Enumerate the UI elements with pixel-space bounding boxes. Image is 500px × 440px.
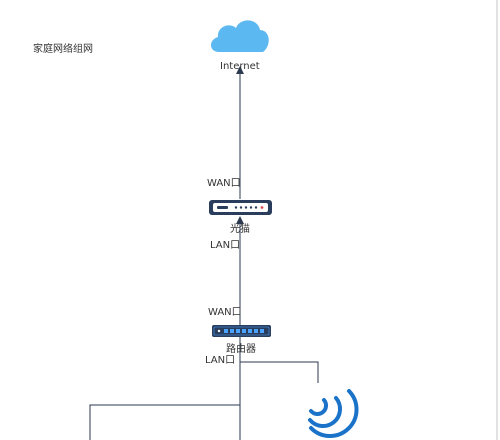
modem-wan-port-label: WAN口 (207, 178, 241, 189)
cloud-icon[interactable] (210, 20, 269, 52)
modem-label: 光猫 (230, 224, 250, 235)
modem-lan-port-label: LAN口 (210, 240, 241, 251)
switch-router-icon[interactable] (212, 325, 271, 337)
router-lan-port-label: LAN口 (205, 355, 236, 366)
connector-branch-left[interactable] (89, 404, 240, 440)
modem-icon[interactable] (209, 200, 272, 215)
internet-label: Internet (220, 61, 260, 72)
wifi-signal-icon[interactable] (308, 389, 359, 439)
page-title: 家庭网络组网 (33, 44, 93, 55)
router-label: 路由器 (226, 344, 256, 355)
router-wan-port-label: WAN口 (208, 307, 242, 318)
connector-router-to-wifi[interactable] (240, 361, 319, 383)
